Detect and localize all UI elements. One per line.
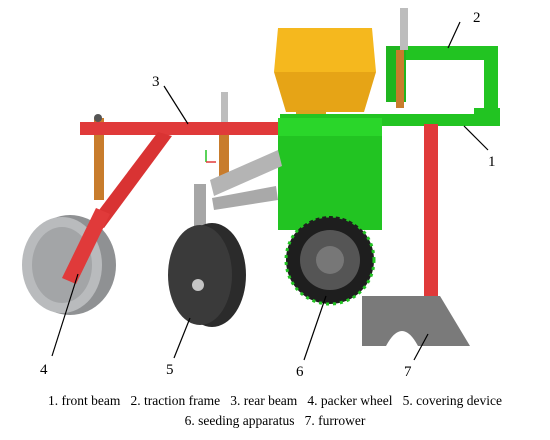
leader-1 <box>463 125 489 151</box>
axes-triad-icon <box>205 150 216 163</box>
callout-6: 6 <box>296 364 304 380</box>
callout-5: 5 <box>166 362 174 378</box>
seed-hopper <box>274 28 376 120</box>
packer-wheel <box>22 208 116 315</box>
leader-lines <box>51 21 489 361</box>
callout-2: 2 <box>473 10 481 26</box>
seeding-apparatus <box>284 214 376 306</box>
rear-beam <box>80 122 280 228</box>
spring-middle <box>219 92 229 182</box>
leader-4 <box>51 273 79 357</box>
callout-4: 4 <box>40 362 48 378</box>
seeder-diagram: 1 2 3 4 5 6 7 <box>22 8 500 380</box>
leader-7 <box>413 333 429 361</box>
callout-7: 7 <box>404 364 412 380</box>
leader-5 <box>173 317 191 359</box>
spring-right <box>396 50 404 108</box>
caption-line-2: 6. seeding apparatus 7. furrower <box>184 413 366 428</box>
furrower <box>362 124 470 346</box>
spring-left <box>94 114 104 200</box>
leader-2 <box>447 21 461 49</box>
callout-3: 3 <box>152 74 160 90</box>
caption-line-1: 1. front beam 2. traction frame 3. rear … <box>48 393 502 408</box>
seeding-housing <box>278 118 382 230</box>
callout-1: 1 <box>488 154 496 170</box>
covering-device <box>168 223 246 327</box>
leader-6 <box>303 295 327 361</box>
leader-3 <box>163 85 189 125</box>
